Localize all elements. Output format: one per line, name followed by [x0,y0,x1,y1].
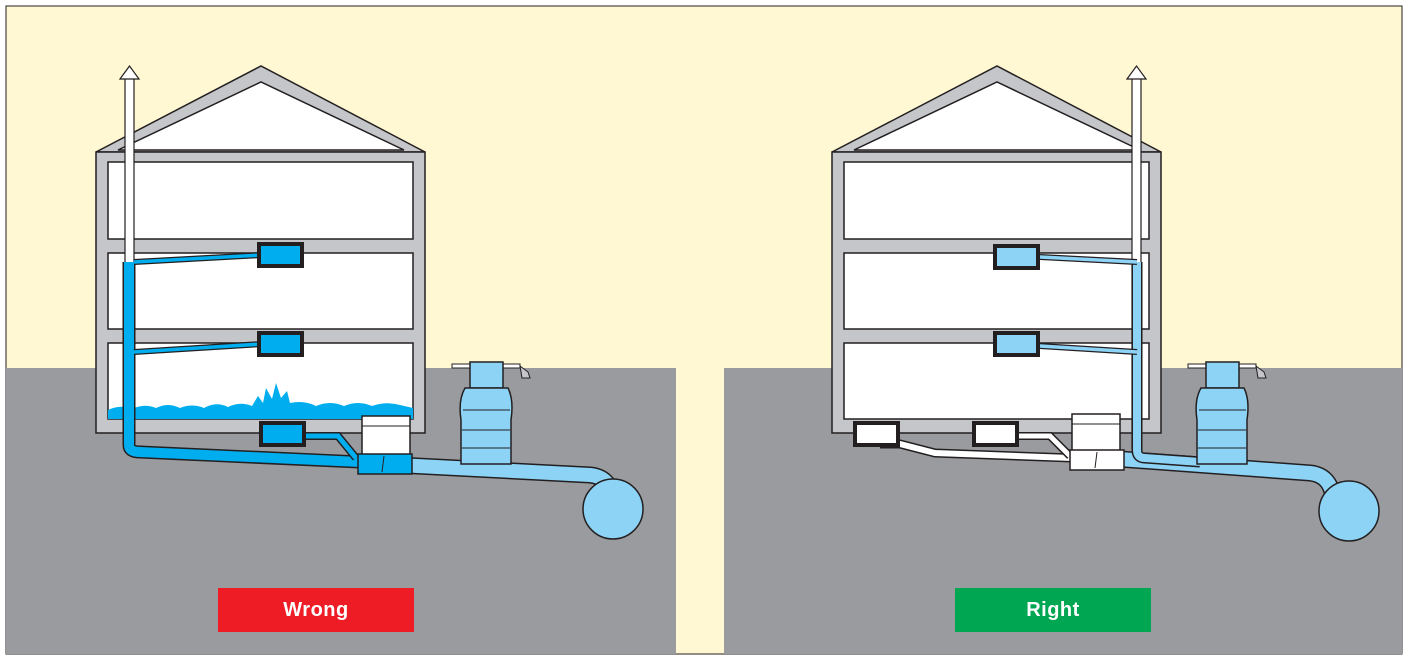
wrong-label: Wrong [218,588,414,632]
right-house [831,151,1162,434]
left-floor-3 [107,161,414,240]
left-flood-water [108,383,413,419]
right-fixture-floor-2 [993,331,1040,357]
right-fixture-floor-3 [993,244,1040,270]
left-street-manhole [451,361,531,465]
right-street-manhole [1187,361,1267,465]
right-panel [831,64,1380,542]
right-upper-floor-drain [1133,262,1201,466]
right-backwater-valve [1069,413,1125,471]
right-floor-3 [843,161,1150,240]
right-fixture-basement-1 [853,421,900,447]
left-main-sewer [582,478,644,540]
right-main-sewer [1318,480,1380,542]
left-panel [95,64,644,540]
left-house [95,151,426,434]
left-fixture-floor-3 [257,242,304,268]
left-fixture-floor-2 [257,331,304,357]
left-internal-drain-backflow [124,262,361,467]
left-fixture-basement [259,421,306,447]
right-fixture-basement-2 [972,421,1019,447]
left-backwater-valve [357,415,413,475]
right-label: Right [955,588,1151,632]
